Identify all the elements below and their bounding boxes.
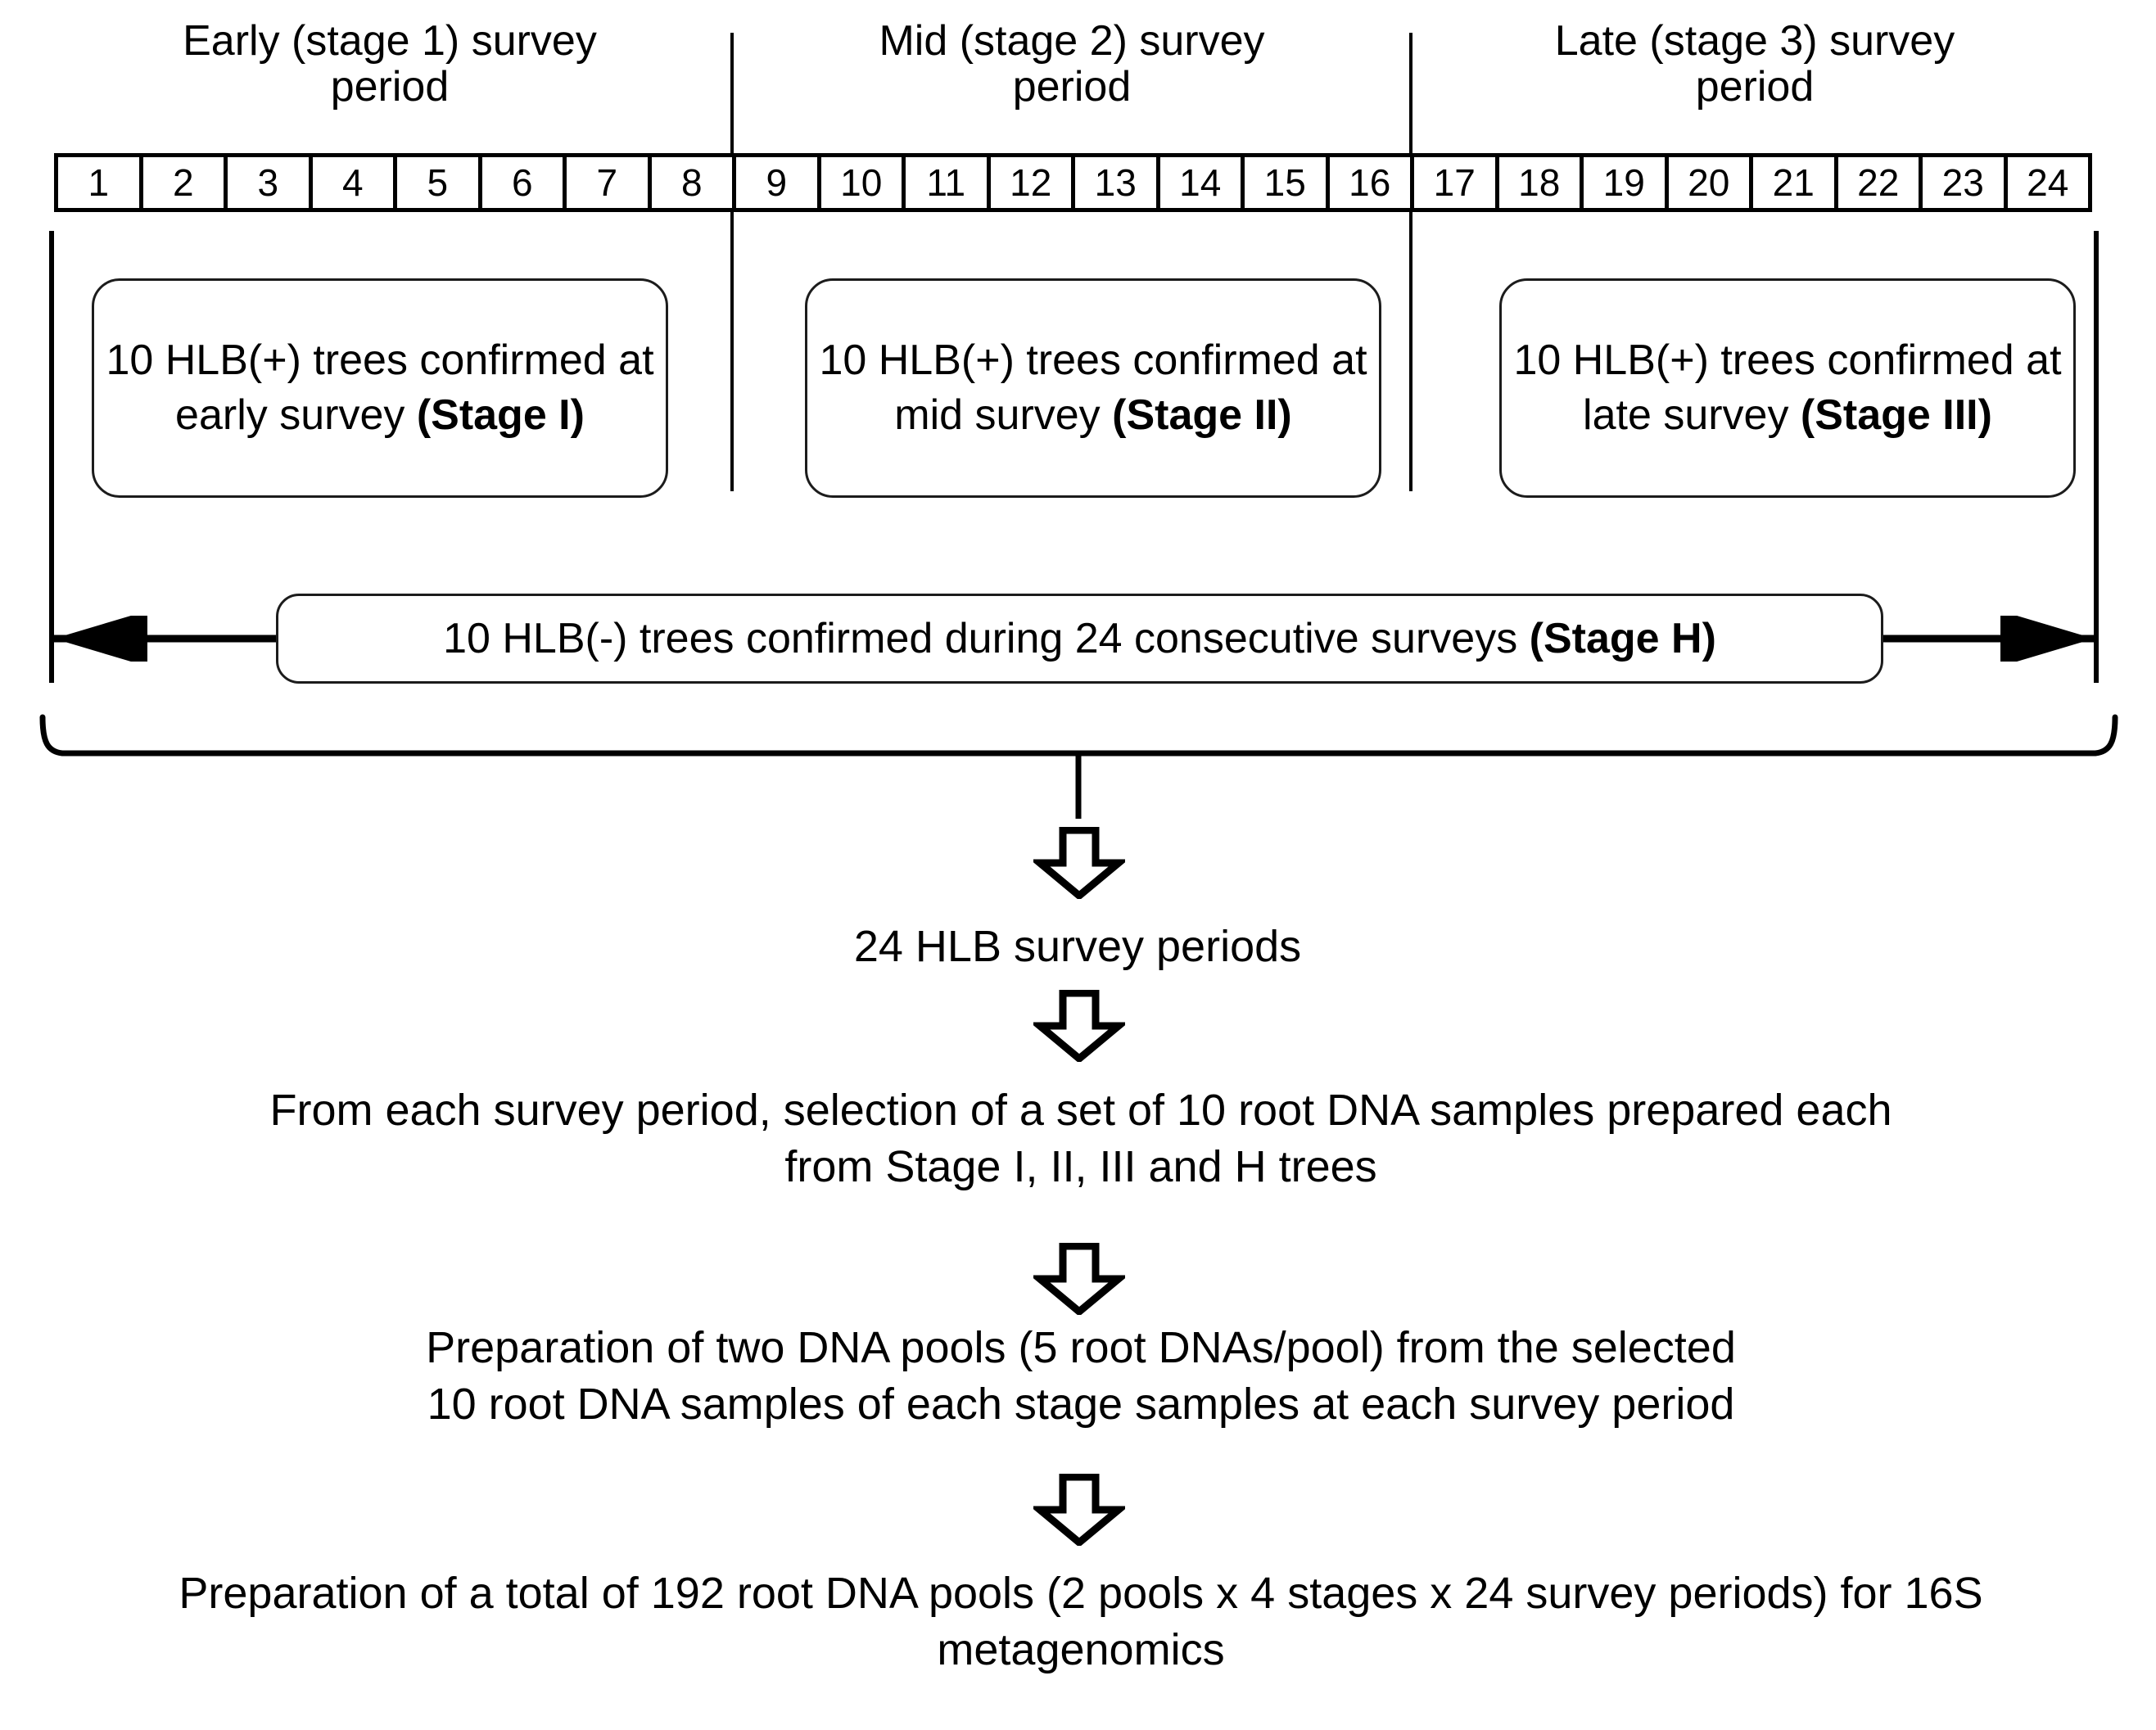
frame-left-edge bbox=[49, 231, 54, 683]
period-caption-early: Early (stage 1) survey period bbox=[183, 17, 597, 111]
stage-box-healthy-text: 10 HLB(-) trees confirmed during 24 cons… bbox=[443, 614, 1530, 662]
stage-box-early-label: 10 HLB(+) trees confirmed at early surve… bbox=[106, 333, 654, 442]
group-separator-mid-late bbox=[1409, 33, 1412, 491]
stage-box-mid-label: 10 HLB(+) trees confirmed at mid survey … bbox=[819, 333, 1367, 442]
survey-period-cell: 20 bbox=[1668, 157, 1753, 208]
survey-period-cell: 3 bbox=[228, 157, 313, 208]
survey-period-cell: 23 bbox=[1923, 157, 2008, 208]
survey-period-cell: 13 bbox=[1075, 157, 1160, 208]
survey-period-cell: 7 bbox=[567, 157, 652, 208]
stage-box-mid: 10 HLB(+) trees confirmed at mid survey … bbox=[805, 278, 1381, 498]
survey-period-cell: 10 bbox=[820, 157, 906, 208]
period-caption-late: Late (stage 3) survey period bbox=[1554, 17, 1955, 111]
survey-period-cell: 22 bbox=[1837, 157, 1923, 208]
stage-box-early-text: 10 HLB(+) trees confirmed at early surve… bbox=[106, 337, 654, 439]
survey-period-cell: 19 bbox=[1584, 157, 1669, 208]
survey-period-cell: 9 bbox=[736, 157, 821, 208]
stage-box-late: 10 HLB(+) trees confirmed at late survey… bbox=[1499, 278, 2076, 498]
stage-box-late-badge: (Stage III) bbox=[1800, 391, 1992, 439]
survey-period-cell: 15 bbox=[1245, 157, 1330, 208]
flow-step-1-label: 24 HLB survey periods bbox=[853, 922, 1302, 971]
stage-box-early-badge: (Stage I) bbox=[416, 391, 585, 439]
survey-period-cell: 5 bbox=[397, 157, 482, 208]
stage-box-healthy: 10 HLB(-) trees confirmed during 24 cons… bbox=[276, 594, 1883, 684]
survey-period-cell: 16 bbox=[1329, 157, 1414, 208]
stage-box-late-text: 10 HLB(+) trees confirmed at late survey bbox=[1513, 337, 2062, 439]
period-caption-mid: Mid (stage 2) survey period bbox=[879, 17, 1265, 111]
group-separator-early-mid bbox=[730, 33, 734, 491]
survey-period-cell: 8 bbox=[651, 157, 736, 208]
stage-box-mid-text: 10 HLB(+) trees confirmed at mid survey bbox=[819, 337, 1367, 439]
stage-box-late-label: 10 HLB(+) trees confirmed at late survey… bbox=[1513, 333, 2062, 442]
flow-arrow-down-icon bbox=[1033, 827, 1125, 899]
flow-step-4-label: Preparation of a total of 192 root DNA p… bbox=[179, 1569, 1983, 1675]
survey-period-cell: 14 bbox=[1159, 157, 1245, 208]
survey-period-cell: 21 bbox=[1753, 157, 1838, 208]
survey-period-cell: 1 bbox=[58, 157, 143, 208]
survey-period-cell: 18 bbox=[1498, 157, 1584, 208]
flow-arrow-down-icon bbox=[1033, 990, 1125, 1062]
stage-box-healthy-badge: (Stage H) bbox=[1529, 614, 1716, 662]
survey-period-cell: 17 bbox=[1414, 157, 1499, 208]
flow-step-2-label: From each survey period, selection of a … bbox=[269, 1086, 1892, 1192]
survey-period-cell: 12 bbox=[990, 157, 1075, 208]
survey-period-cell: 11 bbox=[906, 157, 991, 208]
stage-box-early: 10 HLB(+) trees confirmed at early surve… bbox=[92, 278, 668, 498]
frame-right-edge bbox=[2094, 231, 2099, 683]
stage-box-mid-badge: (Stage II) bbox=[1112, 391, 1292, 439]
summary-brace bbox=[39, 714, 2118, 819]
survey-period-cell: 24 bbox=[2007, 157, 2092, 208]
survey-period-cell: 4 bbox=[312, 157, 397, 208]
flow-step-3-label: Preparation of two DNA pools (5 root DNA… bbox=[426, 1323, 1736, 1430]
stage-box-healthy-label: 10 HLB(-) trees confirmed during 24 cons… bbox=[443, 613, 1716, 664]
survey-period-cell: 6 bbox=[481, 157, 567, 208]
flow-arrow-down-icon bbox=[1033, 1474, 1125, 1546]
flow-arrow-down-icon bbox=[1033, 1243, 1125, 1315]
survey-period-cell: 2 bbox=[142, 157, 228, 208]
